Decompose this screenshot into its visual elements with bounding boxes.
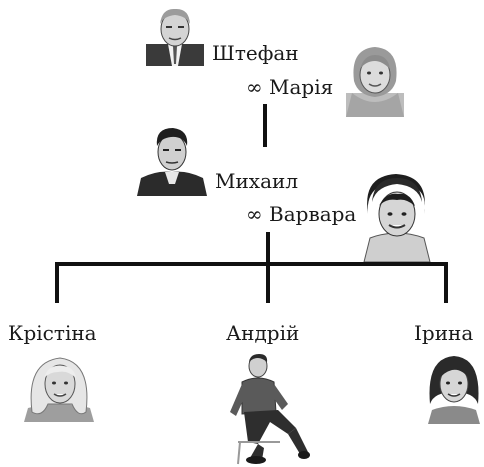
- grandfather-name: Штефан: [212, 41, 299, 65]
- seated-young-man-icon: [230, 354, 310, 465]
- man-portrait-icon: [137, 128, 207, 196]
- woman-portrait-icon: [363, 174, 431, 262]
- father-name: Михаил: [215, 169, 299, 193]
- elderly-man-portrait-icon: [146, 8, 204, 66]
- kristina-name: Крістіна: [8, 321, 97, 345]
- blonde-girl-portrait-icon: [24, 357, 94, 422]
- grandmother-name: ∞ Марія: [246, 75, 334, 99]
- mother-name: ∞ Варвара: [246, 202, 357, 226]
- andriy-name: Андрій: [226, 321, 300, 345]
- iryna-name: Ірина: [414, 321, 474, 345]
- dark-haired-girl-portrait-icon: [428, 356, 480, 424]
- elderly-woman-portrait-icon: [346, 47, 404, 117]
